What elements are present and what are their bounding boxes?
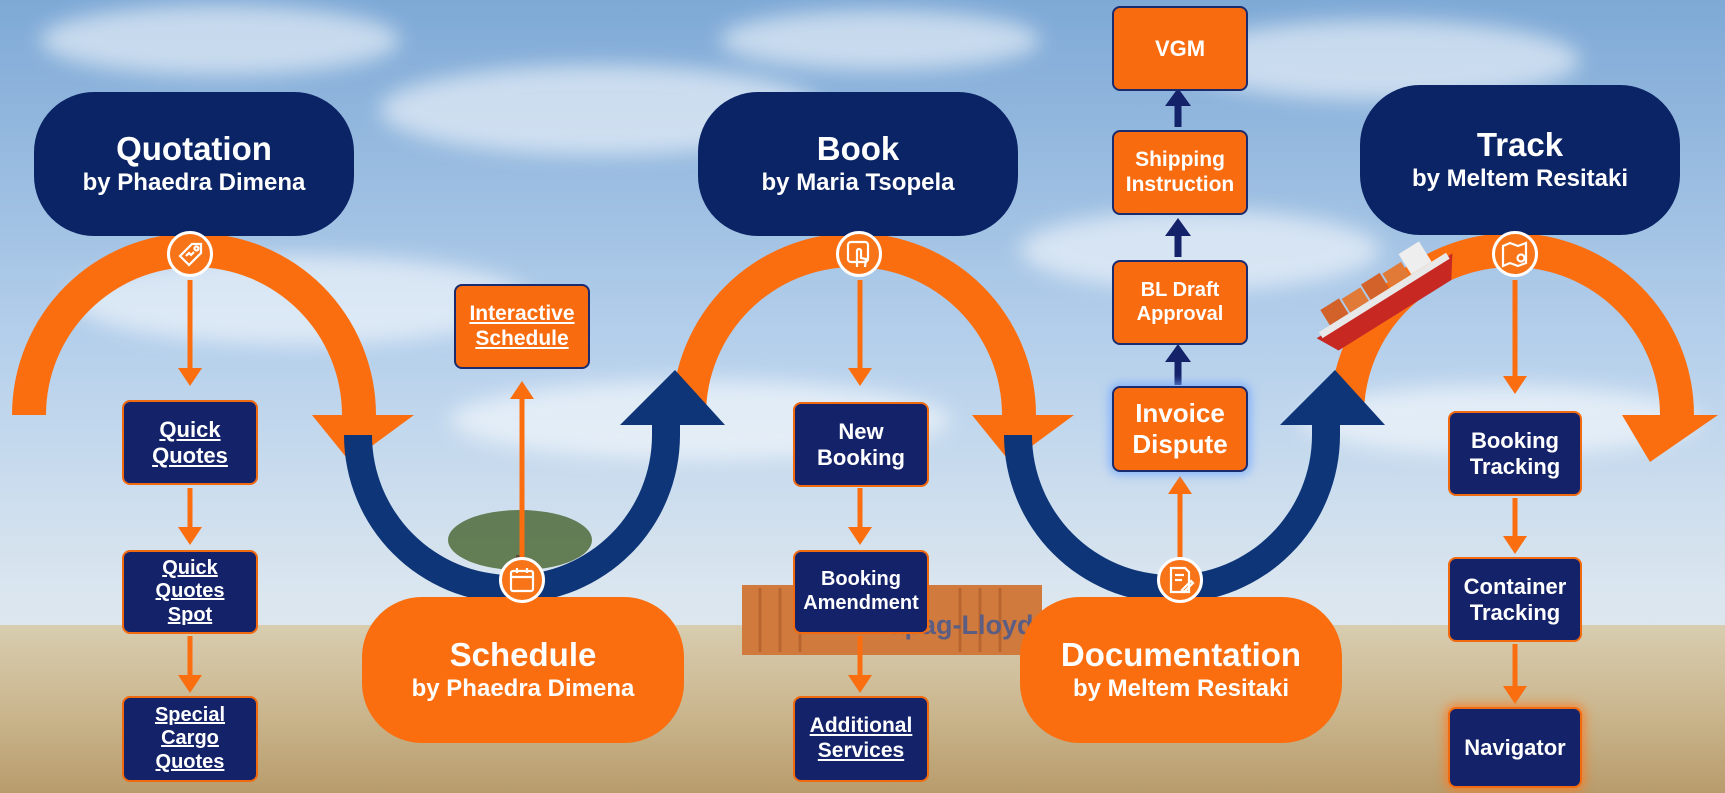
book-title: Book [816, 130, 900, 167]
booking-tracking-button[interactable]: Booking Tracking [1448, 411, 1582, 496]
documentation-arc [1004, 370, 1385, 603]
track-title: Track [1476, 126, 1564, 163]
quotation-title: Quotation [116, 130, 272, 167]
container-ship-illustration [1316, 241, 1453, 351]
navigator-button[interactable]: Navigator [1448, 707, 1582, 788]
container-tracking-button[interactable]: Container Tracking [1448, 557, 1582, 642]
interactive-schedule-link[interactable]: Interactive Schedule [454, 284, 590, 369]
schedule-owner: by Phaedra Dimena [411, 675, 635, 702]
special-cargo-quotes-link[interactable]: Special Cargo Quotes [122, 696, 258, 782]
clouds [40, 5, 1700, 460]
book-stage[interactable]: Book by Maria Tsopela [698, 92, 1018, 236]
document-pen-icon [1157, 557, 1203, 603]
quick-quotes-link[interactable]: Quick Quotes [122, 400, 258, 485]
booking-amendment-button[interactable]: Booking Amendment [793, 550, 929, 634]
map-pin-icon [1492, 231, 1538, 277]
documentation-stage[interactable]: Documentation by Meltem Resitaki [1020, 597, 1342, 743]
schedule-title: Schedule [449, 636, 597, 673]
quotation-owner: by Phaedra Dimena [82, 169, 306, 196]
book-arc [672, 233, 1074, 462]
vgm-button[interactable]: VGM [1112, 6, 1248, 91]
quick-quotes-spot-link[interactable]: Quick Quotes Spot [122, 550, 258, 634]
price-tag-icon [167, 231, 213, 277]
track-stage[interactable]: Track by Meltem Resitaki [1360, 85, 1680, 235]
track-owner: by Meltem Resitaki [1411, 165, 1629, 192]
bl-draft-approval-button[interactable]: BL Draft Approval [1112, 260, 1248, 345]
quotation-stage[interactable]: Quotation by Phaedra Dimena [34, 92, 354, 236]
calendar-icon [499, 557, 545, 603]
schedule-stage[interactable]: Schedule by Phaedra Dimena [362, 597, 684, 743]
book-owner: by Maria Tsopela [761, 169, 955, 196]
documentation-owner: by Meltem Resitaki [1072, 675, 1290, 702]
documentation-title: Documentation [1060, 636, 1302, 673]
schedule-arc [344, 370, 725, 603]
new-booking-button[interactable]: New Booking [793, 402, 929, 487]
shipping-instruction-button[interactable]: Shipping Instruction [1112, 130, 1248, 215]
invoice-dispute-button[interactable]: Invoice Dispute [1112, 386, 1248, 472]
additional-services-link[interactable]: Additional Services [793, 696, 929, 782]
quotation-arc [12, 233, 414, 462]
touch-hand-icon [836, 231, 882, 277]
